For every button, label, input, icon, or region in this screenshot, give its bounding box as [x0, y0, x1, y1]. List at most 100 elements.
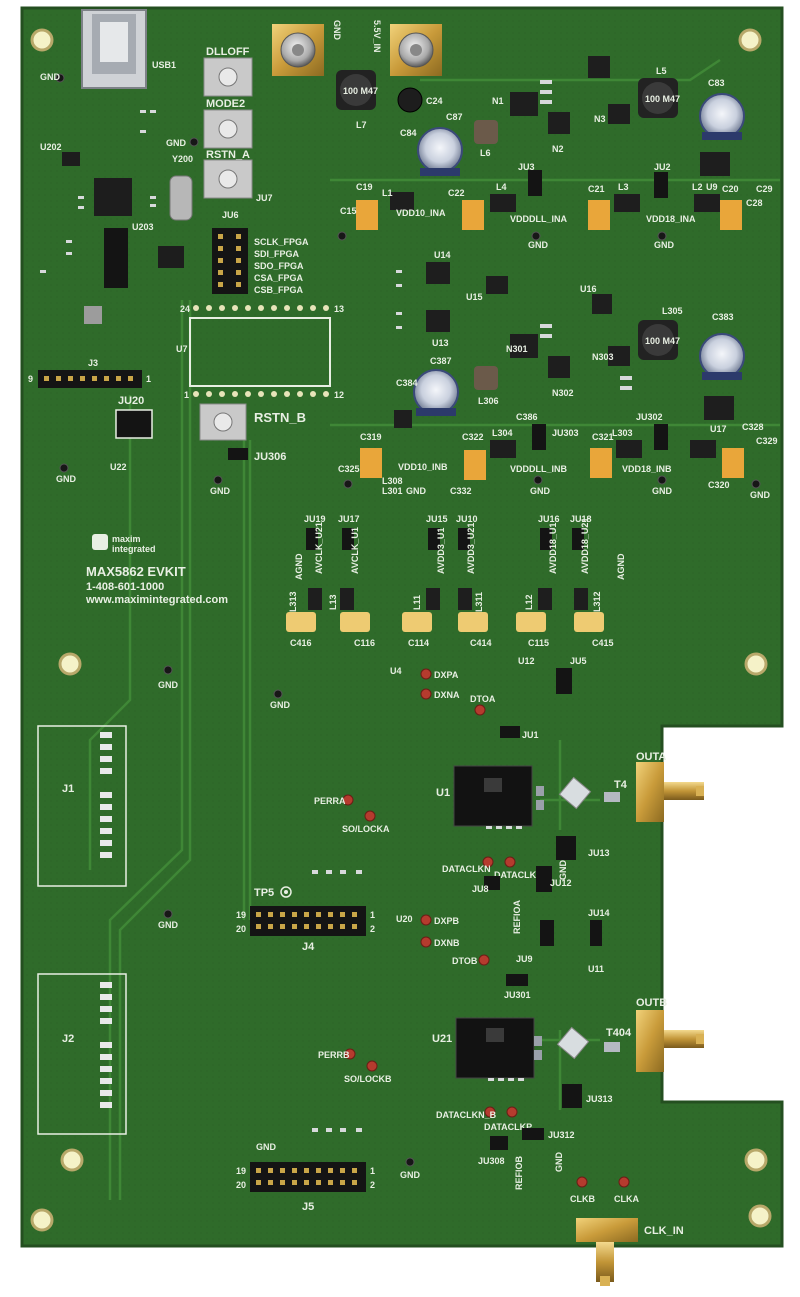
- inductor-l6: [474, 120, 498, 144]
- vin-post-label: 5.5V_IN: [372, 20, 382, 53]
- l5-marking: 100 M47: [645, 94, 680, 104]
- usb-bridge-ics: [62, 152, 193, 268]
- mounting-holes: [30, 28, 772, 1232]
- c87-label: C87: [446, 112, 463, 122]
- dxpa-label: DXPA: [434, 670, 459, 680]
- c20-label: C20: [722, 184, 739, 194]
- avdd3-u1-label: AVDD3_U1: [436, 528, 446, 574]
- lower-jumpers[interactable]: [484, 668, 602, 1150]
- u4-label: U4: [390, 666, 402, 676]
- l305-marking: 100 M47: [645, 336, 680, 346]
- transformers: [534, 776, 620, 1060]
- mode2-button[interactable]: [203, 109, 253, 149]
- cap-c87: [417, 127, 463, 176]
- vdd18-ina-label: VDD18_INA: [646, 214, 696, 224]
- vdd18-inb-label: VDD18_INB: [622, 464, 672, 474]
- usb-label: USB1: [152, 60, 176, 70]
- c114-label: C114: [408, 638, 429, 648]
- c21-label: C21: [588, 184, 605, 194]
- c384-label: C384: [396, 378, 418, 388]
- ju12-label: JU12: [550, 878, 572, 888]
- gnd-label-14: GND: [400, 1170, 421, 1180]
- ju6-label: JU6: [222, 210, 239, 220]
- gnd-testpoints[interactable]: [55, 73, 761, 1167]
- ju5-label: JU5: [570, 656, 587, 666]
- ju3-header[interactable]: [528, 170, 542, 196]
- u21-label: U21: [432, 1033, 452, 1045]
- tp5-testpoint[interactable]: [280, 886, 292, 898]
- usb-connector[interactable]: USB1: [81, 9, 176, 89]
- gnd-banana-post[interactable]: [272, 24, 324, 76]
- l311-label: L311: [474, 592, 484, 612]
- l312-label: L312: [592, 591, 602, 612]
- ju2-header[interactable]: [654, 172, 668, 198]
- outb-sma[interactable]: [636, 1010, 704, 1072]
- p101-header[interactable]: [104, 228, 128, 288]
- rstn-a-button[interactable]: [203, 159, 253, 199]
- avdd3-u21-label: AVDD3_U21: [466, 523, 476, 574]
- rstn-b-button[interactable]: [199, 403, 247, 441]
- j4-pin19: 19: [236, 910, 246, 920]
- j4-pin1: 1: [370, 910, 375, 920]
- gnd-label-11: GND: [158, 680, 179, 690]
- avclk-u1-label: AVCLK_U1: [350, 527, 360, 574]
- l308-label: L308: [382, 476, 403, 486]
- c329-label: C329: [756, 436, 778, 446]
- ju3-label: JU3: [518, 162, 535, 172]
- clk-in-label: CLK_IN: [644, 1225, 684, 1237]
- l313-label: L313: [288, 591, 298, 612]
- c386-label: C386: [516, 412, 538, 422]
- c322-label: C322: [462, 432, 484, 442]
- c15-label: C15: [340, 206, 357, 216]
- ju302-header[interactable]: [654, 424, 668, 450]
- j4-pin2: 2: [370, 924, 375, 934]
- j4-label: J4: [302, 941, 315, 953]
- l6-label: L6: [480, 148, 491, 158]
- board-phone: 1-408-601-1000: [86, 581, 164, 593]
- gnd-label-8: GND: [530, 486, 551, 496]
- outa-sma[interactable]: [636, 762, 704, 822]
- ju306-header[interactable]: [228, 448, 248, 460]
- cap-c383: [699, 333, 745, 380]
- perrb-label: PERRB: [318, 1050, 350, 1060]
- c387-label: C387: [430, 356, 452, 366]
- clk-in-sma[interactable]: [576, 1218, 638, 1286]
- clka-label: CLKA: [614, 1194, 639, 1204]
- ju14-label: JU14: [588, 908, 610, 918]
- red-testpoints[interactable]: [342, 668, 630, 1188]
- j1-connector-footprint: [37, 725, 127, 887]
- vdd10-inb-label: VDD10_INB: [398, 462, 448, 472]
- dataclkp-label: DATACLKP: [494, 870, 542, 880]
- outa-label: OUTA: [636, 751, 666, 763]
- u14-label: U14: [434, 250, 451, 260]
- n3-label: N3: [594, 114, 606, 124]
- j3-header[interactable]: [38, 370, 142, 388]
- l13-label: L13: [328, 594, 338, 610]
- j5-header[interactable]: [250, 1162, 366, 1192]
- j5-pin20: 20: [236, 1180, 246, 1190]
- c325-label: C325: [338, 464, 360, 474]
- j4-header[interactable]: [250, 906, 366, 936]
- u16-label: U16: [580, 284, 597, 294]
- vin-banana-post[interactable]: [390, 24, 442, 76]
- c19-label: C19: [356, 182, 373, 192]
- l5-label: L5: [656, 66, 667, 76]
- avdd-jumper-bank[interactable]: [306, 528, 584, 550]
- ju2-label: JU2: [654, 162, 671, 172]
- ju1-label: JU1: [522, 730, 539, 740]
- dataclkn-b-label: DATACLKN_B: [436, 1110, 497, 1120]
- ju20-header[interactable]: [115, 409, 153, 439]
- j5-pin1: 1: [370, 1166, 375, 1176]
- ju303-header[interactable]: [532, 424, 546, 450]
- dlloff-button[interactable]: [203, 57, 253, 97]
- c320-label: C320: [708, 480, 730, 490]
- u202-label: U202: [40, 142, 62, 152]
- ju7-header[interactable]: [212, 228, 248, 294]
- t4-label: T4: [614, 779, 628, 791]
- j3-pin9: 9: [28, 374, 33, 384]
- csa-fpga-label: CSA_FPGA: [254, 273, 304, 283]
- c29-label: C29: [756, 184, 773, 194]
- ju15-label: JU15: [426, 514, 448, 524]
- l11-label: L11: [412, 595, 422, 610]
